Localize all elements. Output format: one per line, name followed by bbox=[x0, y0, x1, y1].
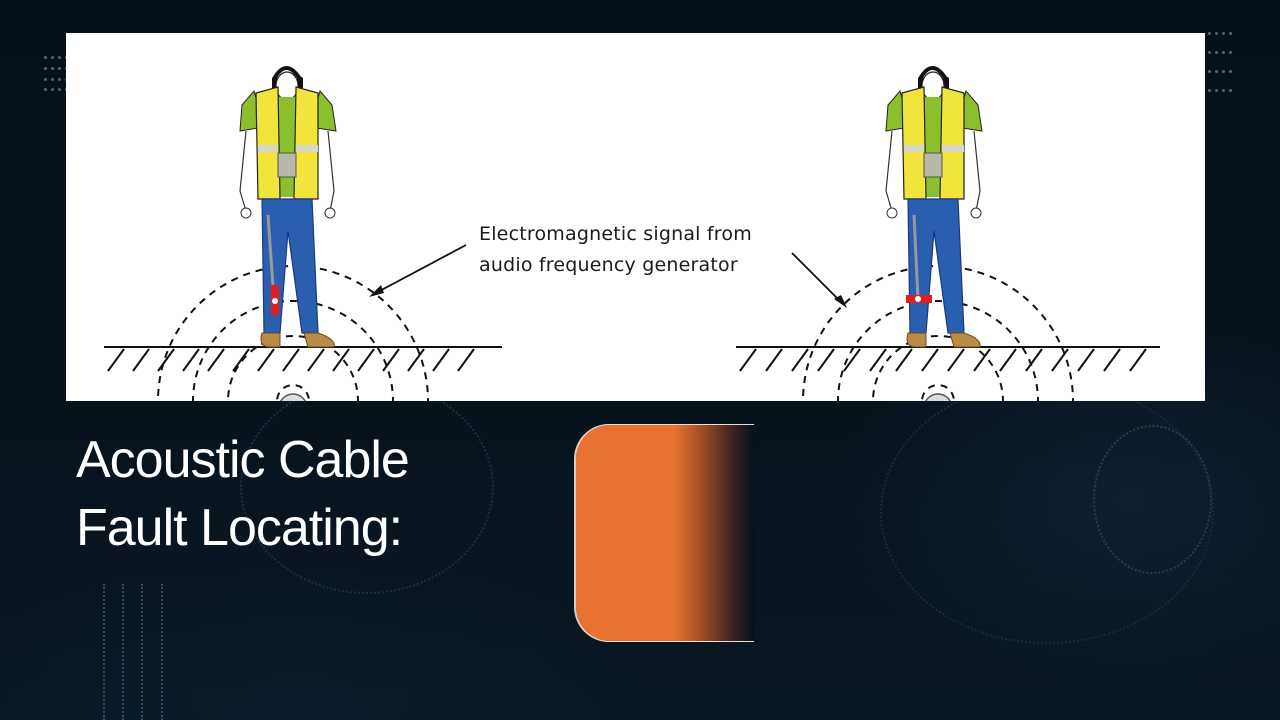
left-scene bbox=[104, 66, 502, 401]
caption-line-2: audio frequency generator bbox=[479, 254, 738, 276]
signal-wave-icon bbox=[157, 265, 429, 401]
figure-caption: Electromagnetic signal from audio freque… bbox=[479, 219, 752, 281]
signal-wave-icon bbox=[802, 265, 1074, 401]
caption-line-1: Electromagnetic signal from bbox=[479, 223, 752, 245]
right-scene bbox=[736, 66, 1160, 401]
orange-accent-tile bbox=[576, 425, 754, 641]
cable-icon bbox=[280, 393, 306, 401]
dotted-line-decor bbox=[141, 584, 145, 720]
title-line-2: Fault Locating: bbox=[76, 499, 403, 557]
title-line-1: Acoustic Cable bbox=[76, 431, 410, 489]
cable-icon bbox=[925, 393, 951, 401]
ground-hatch-icon bbox=[104, 346, 502, 372]
dotted-line-decor bbox=[122, 584, 126, 720]
dotted-line-decor bbox=[103, 584, 107, 720]
illustration-panel: Electromagnetic signal from audio freque… bbox=[66, 33, 1205, 401]
dotted-line-decor bbox=[161, 584, 165, 720]
dotted-ring-decor bbox=[880, 380, 1214, 644]
slide-title: Acoustic Cable Fault Locating: bbox=[76, 426, 410, 562]
ground-hatch-icon bbox=[736, 346, 1160, 372]
locator-illustration bbox=[104, 66, 1160, 401]
